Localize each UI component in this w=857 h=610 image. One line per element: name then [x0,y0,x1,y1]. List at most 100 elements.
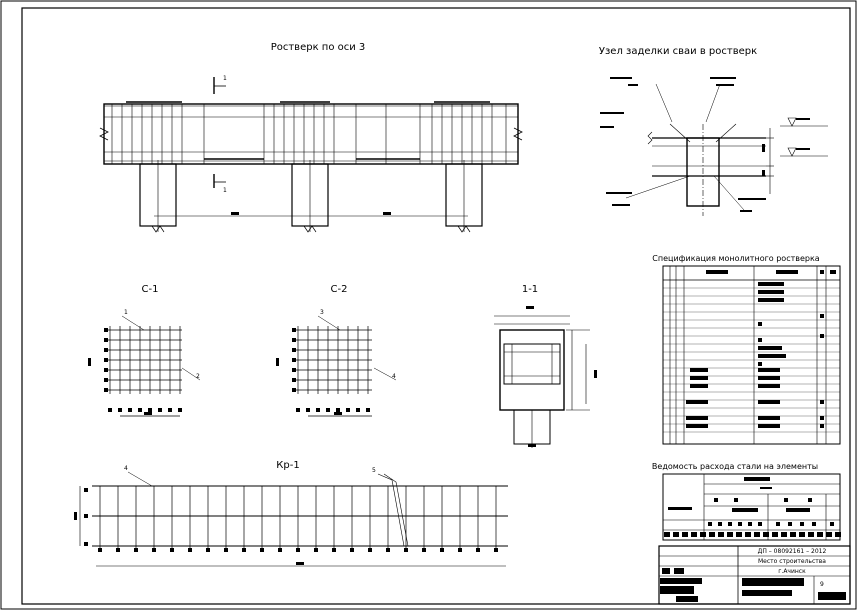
rebar-end [292,378,296,382]
mesh-c1: С-1 1 2 [108,284,201,417]
steel-cell-block [790,532,796,537]
rebar-end [104,378,108,382]
spec-cell-block [820,424,824,428]
rebar-end [104,328,108,332]
steel-cell-block [718,532,724,537]
rebar-end [148,408,152,412]
grillage-title: Ростверк по оси 3 [271,42,366,53]
steel-cell-block [835,532,841,537]
spec-cell-block [758,282,784,286]
rebar-end [316,408,320,412]
title-block: ДП – 08092161 – 2012 Место строительства… [658,545,851,605]
rebar-end [296,408,300,412]
section-1-1: 1-1 [494,284,590,448]
rebar-end [84,542,88,546]
steel-cell-block [781,532,787,537]
rebar-end [292,388,296,392]
rebar-end [98,548,102,552]
callout-text-block [716,84,734,86]
steel-cell-block [732,508,758,512]
rebar-end [292,348,296,352]
steel-cell-block [763,532,769,537]
rebar-end [260,548,264,552]
callout-text-block [600,112,624,114]
spec-cell-block [690,376,708,380]
steel-cell-block [691,532,697,537]
callout-text-block [796,118,810,120]
rebar-end [494,548,498,552]
rebar-end [346,408,350,412]
c1-pos-2: 2 [196,373,200,380]
rebar-end [104,348,108,352]
spec-cell-block [820,416,824,420]
steel-cell-block [748,522,752,526]
inner-frame [21,7,851,605]
steel-cell-block [799,532,805,537]
rebar-end [188,548,192,552]
stamp-block [676,596,698,602]
steel-cell-block [830,522,834,526]
steel-cell-block [812,522,816,526]
kr1-pos-5: 5 [372,467,376,474]
rebar-end [108,408,112,412]
rebar-end [404,548,408,552]
stamp-block [742,578,804,586]
callout-text-block [612,204,630,206]
rebar-end [152,548,156,552]
steel-cell-block [808,498,812,502]
stamp-block [818,592,846,600]
rebar-end [170,548,174,552]
specification-table: Спецификация монолитного ростверка [652,254,841,445]
c1-pos-1: 1 [124,309,128,316]
steel-cell-block [668,507,692,510]
rebar-end [292,358,296,362]
dim-label-block [762,144,765,152]
callout-text-block [606,192,632,194]
dim-label-block [528,444,536,447]
steel-cell-block [664,532,670,537]
spec-cell-block [758,354,786,358]
rebar-end [314,548,318,552]
dim-label-block [526,306,534,309]
rebar-end [350,548,354,552]
rebar-end [366,408,370,412]
rebar-end [104,358,108,362]
rebar-end [386,548,390,552]
dim-label-block [88,358,91,366]
section-title: 1-1 [522,284,538,295]
stamp-city: г.Ачинск [778,568,806,575]
rebar-end [458,548,462,552]
frame-kr1: Кр-1 4 5 [79,460,508,567]
steel-cell-block [673,532,679,537]
rebar-end [422,548,426,552]
rebar-end [168,408,172,412]
callout-text-block [796,148,810,150]
dim-label-block [296,562,304,565]
spec-cell-block [758,346,782,350]
spec-cell-block [758,384,780,388]
c2-pos-4: 4 [392,373,396,380]
rebar-end [178,408,182,412]
steel-cell-block [758,522,762,526]
steel-cell-block [800,522,804,526]
rebar-end [104,388,108,392]
steel-cell-block [718,522,722,526]
steel-table: Ведомость расхода стали на элементы [652,462,841,541]
rebar-end [306,408,310,412]
rebar-end [104,338,108,342]
steel-cell-block [754,532,760,537]
steel-cell-block [826,532,832,537]
rebar-end [368,548,372,552]
spec-cell-block [686,416,708,420]
dim-label-block [594,370,597,378]
steel-cell-block [776,522,780,526]
callout-text-block [600,126,614,128]
rebar-end [118,408,122,412]
spec-cell-block [820,314,824,318]
steel-cell-block [728,522,732,526]
pile-node-title: Узел заделки сваи в ростверк [599,46,757,57]
kr1-pos-4: 4 [124,465,128,472]
steel-cell-block [736,532,742,537]
steel-header-block [760,487,772,489]
dim-label-block [762,170,765,176]
